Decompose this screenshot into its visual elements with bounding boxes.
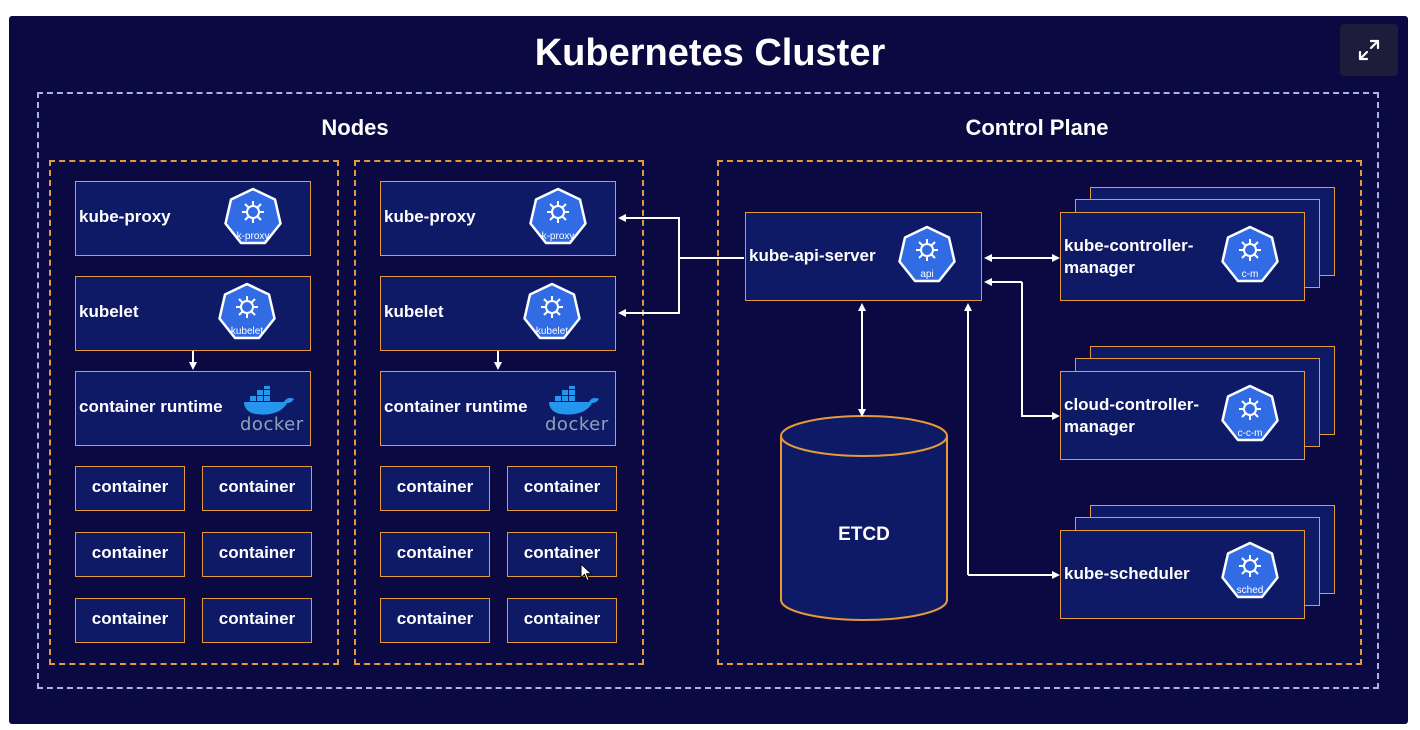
node-2-kube-proxy: kube-proxy k-proxy (380, 181, 616, 256)
container: container (507, 598, 617, 643)
cluster-boundary (37, 92, 1379, 689)
node-1-boundary (49, 160, 339, 665)
container-runtime-label: container runtime (79, 397, 223, 416)
container: container (507, 466, 617, 511)
kubelet-icon-tag: kubelet (535, 326, 569, 337)
container-runtime-label: container runtime (384, 397, 528, 416)
kube-scheduler-box: kube-scheduler sched (1060, 530, 1305, 619)
container: container (380, 466, 490, 511)
kubelet-icon: kubelet (521, 282, 583, 346)
sched-icon-tag: sched (1236, 585, 1264, 596)
kube-controller-manager-box: kube-controller- manager c-m (1060, 212, 1305, 301)
etcd-label: ETCD (838, 524, 890, 545)
container: container (75, 532, 185, 577)
scheduler-icon: sched (1219, 541, 1281, 605)
container: container (202, 466, 312, 511)
kube-scheduler-label: kube-scheduler (1064, 564, 1190, 583)
expand-icon (1358, 39, 1380, 61)
docker-icon: docker (236, 384, 306, 438)
kube-proxy-icon: k-proxy (527, 187, 589, 251)
kube-api-server-label: kube-api-server (749, 246, 876, 265)
container: container (380, 598, 490, 643)
cloud-controller-manager-icon: c-c-m (1219, 384, 1281, 448)
node-2-kubelet: kubelet kubelet (380, 276, 616, 351)
expand-button[interactable] (1340, 24, 1398, 76)
api-icon-tag: api (920, 269, 934, 280)
container: container (380, 532, 490, 577)
control-plane-heading: Control Plane (965, 115, 1109, 140)
kubelet-label: kubelet (384, 302, 444, 321)
kubelet-label: kubelet (79, 302, 139, 321)
mouse-cursor-icon (580, 563, 593, 582)
c-m-icon-tag: c-m (1241, 269, 1259, 280)
container: container (507, 532, 617, 577)
kube-proxy-icon: k-proxy (222, 187, 284, 251)
docker-text: docker (240, 414, 304, 435)
container: container (202, 532, 312, 577)
cloud-controller-manager-label-1: cloud-controller- (1064, 395, 1200, 414)
container: container (75, 598, 185, 643)
docker-icon: docker (541, 384, 611, 438)
kube-api-server-box: kube-api-server api (745, 212, 982, 301)
docker-text: docker (545, 414, 609, 435)
node-2-container-runtime: container runtime docker (380, 371, 616, 446)
kube-proxy-icon-tag: k-proxy (236, 231, 270, 242)
cloud-controller-manager-label-2: manager (1064, 417, 1135, 436)
node-1-container-runtime: container runtime docker (75, 371, 311, 446)
kube-controller-manager-label-1: kube-controller- (1064, 236, 1194, 255)
api-server-icon: api (896, 225, 958, 289)
diagram-title: Kubernetes Cluster (534, 32, 886, 74)
kube-proxy-label: kube-proxy (384, 207, 476, 226)
kube-proxy-icon-tag: k-proxy (541, 231, 575, 242)
c-c-m-icon-tag: c-c-m (1237, 428, 1263, 439)
node-1-kubelet: kubelet kubelet (75, 276, 311, 351)
controller-manager-icon: c-m (1219, 225, 1281, 289)
kubelet-icon-tag: kubelet (230, 326, 264, 337)
nodes-heading: Nodes (321, 115, 389, 140)
kubelet-icon: kubelet (216, 282, 278, 346)
node-1-kube-proxy: kube-proxy k-proxy (75, 181, 311, 256)
control-plane-boundary (717, 160, 1362, 665)
container: container (202, 598, 312, 643)
kube-proxy-label: kube-proxy (79, 207, 171, 226)
cloud-controller-manager-box: cloud-controller- manager c-c-m (1060, 371, 1305, 460)
kube-controller-manager-label-2: manager (1064, 258, 1135, 277)
node-2-boundary (354, 160, 644, 665)
container: container (75, 466, 185, 511)
